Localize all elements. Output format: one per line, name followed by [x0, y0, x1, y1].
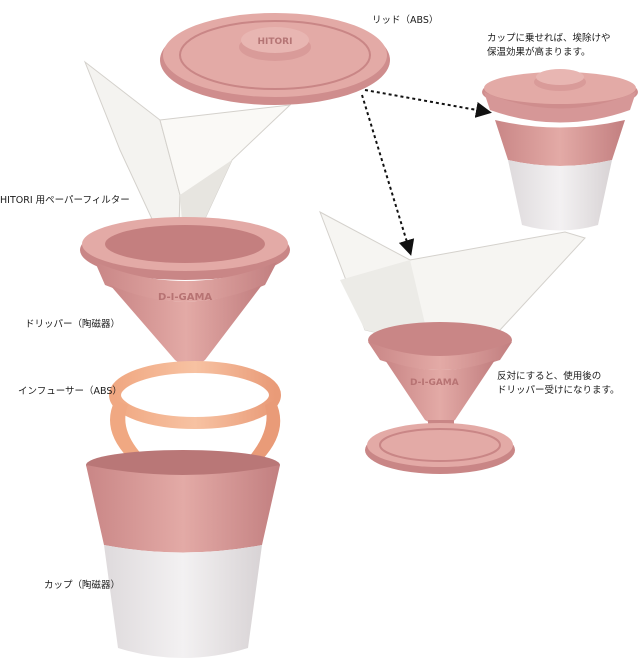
dripper-logo: D-I-GAMA	[158, 292, 212, 303]
arrow-to-cup	[364, 89, 492, 118]
arrow-to-flipped	[361, 94, 415, 256]
dripper-image: D-I-GAMA	[80, 217, 290, 366]
flip-note-line-1: 反対にすると、使用後の	[497, 371, 602, 382]
cup-image	[86, 450, 280, 658]
cup-with-lid-image	[482, 69, 638, 231]
infuser-image	[109, 361, 281, 460]
flipped-assembly-image: D-I-GAMA	[319, 210, 586, 474]
cup-label: カップ（陶磁器）	[44, 580, 121, 591]
filter-label: HITORI 用ペーパーフィルター	[0, 195, 130, 206]
cup-lid-note-line-1: カップに乗せれば、埃除けや	[487, 33, 611, 44]
lid-logo: HITORI	[258, 37, 293, 47]
lid-label: リッド（ABS）	[372, 15, 439, 26]
lid-image: HITORI	[160, 13, 390, 105]
infuser-label: インフューサー（ABS）	[18, 386, 122, 397]
cup-lid-note: カップに乗せれば、埃除けや 保温効果が高まります。	[487, 32, 611, 60]
flip-note-line-2: ドリッパー受けになります。	[497, 385, 620, 396]
flip-note: 反対にすると、使用後の ドリッパー受けになります。	[497, 370, 620, 398]
dripper-label: ドリッパー（陶磁器）	[25, 319, 121, 330]
cup-lid-note-line-2: 保温効果が高まります。	[487, 47, 591, 58]
flipped-dripper-logo: D-I-GAMA	[410, 378, 459, 388]
